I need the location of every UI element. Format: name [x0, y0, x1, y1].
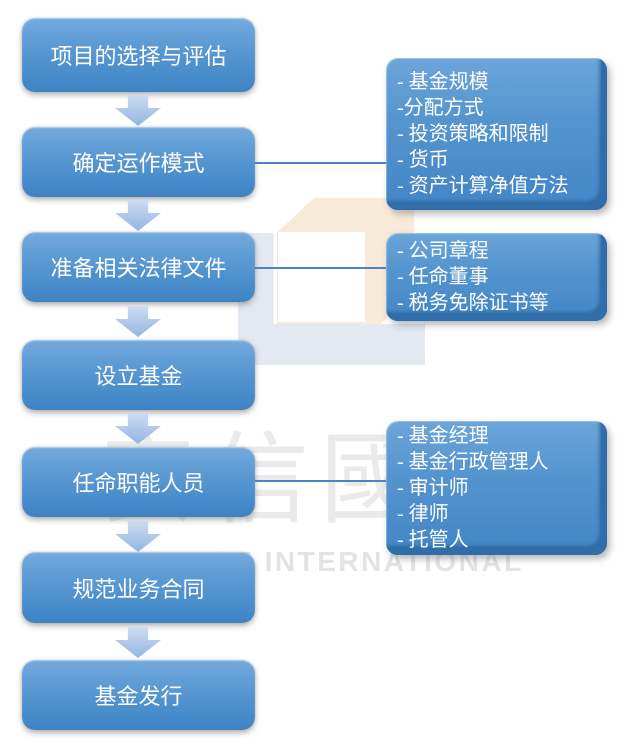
side-note-line: - 基金行政管理人 — [397, 451, 549, 473]
connector-line — [253, 480, 386, 482]
side-note-line: - 资产计算净值方法 — [397, 175, 569, 197]
side-note-line: -分配方式 — [397, 97, 484, 119]
side-note-line: - 律师 — [397, 503, 449, 525]
flow-step-fund-issuance: 基金发行 — [22, 660, 255, 730]
connector-line — [253, 267, 386, 269]
side-note-personnel-details: - 基金经理 - 基金行政管理人 - 审计师 - 律师 - 托管人 — [386, 421, 607, 555]
side-note-line: - 公司章程 — [397, 240, 489, 262]
flow-step-appoint-personnel: 任命职能人员 — [22, 447, 255, 517]
side-note-line: - 任命董事 — [397, 266, 489, 288]
flow-step-establish-fund: 设立基金 — [22, 340, 255, 410]
flow-step-business-contracts: 规范业务合同 — [22, 552, 255, 623]
side-note-legal-documents-details: - 公司章程 - 任命董事 - 税务免除证书等 — [386, 233, 607, 321]
flow-step-project-selection: 项目的选择与评估 — [22, 18, 255, 92]
flow-step-legal-documents: 准备相关法律文件 — [22, 232, 255, 302]
side-note-line: - 基金规模 — [397, 71, 489, 93]
side-note-line: - 审计师 — [397, 477, 469, 499]
logo-center-hole — [278, 232, 365, 322]
flow-step-operation-mode: 确定运作模式 — [22, 127, 255, 197]
side-note-line: - 税务免除证书等 — [397, 292, 549, 314]
side-note-line: - 基金经理 — [397, 425, 489, 447]
side-note-operation-mode-details: - 基金规模 -分配方式 - 投资策略和限制 - 货币 - 资产计算净值方法 — [386, 58, 607, 210]
connector-line — [253, 162, 386, 164]
side-note-line: - 投资策略和限制 — [397, 123, 549, 145]
side-note-line: - 货币 — [397, 149, 449, 171]
side-note-line: - 托管人 — [397, 529, 469, 551]
